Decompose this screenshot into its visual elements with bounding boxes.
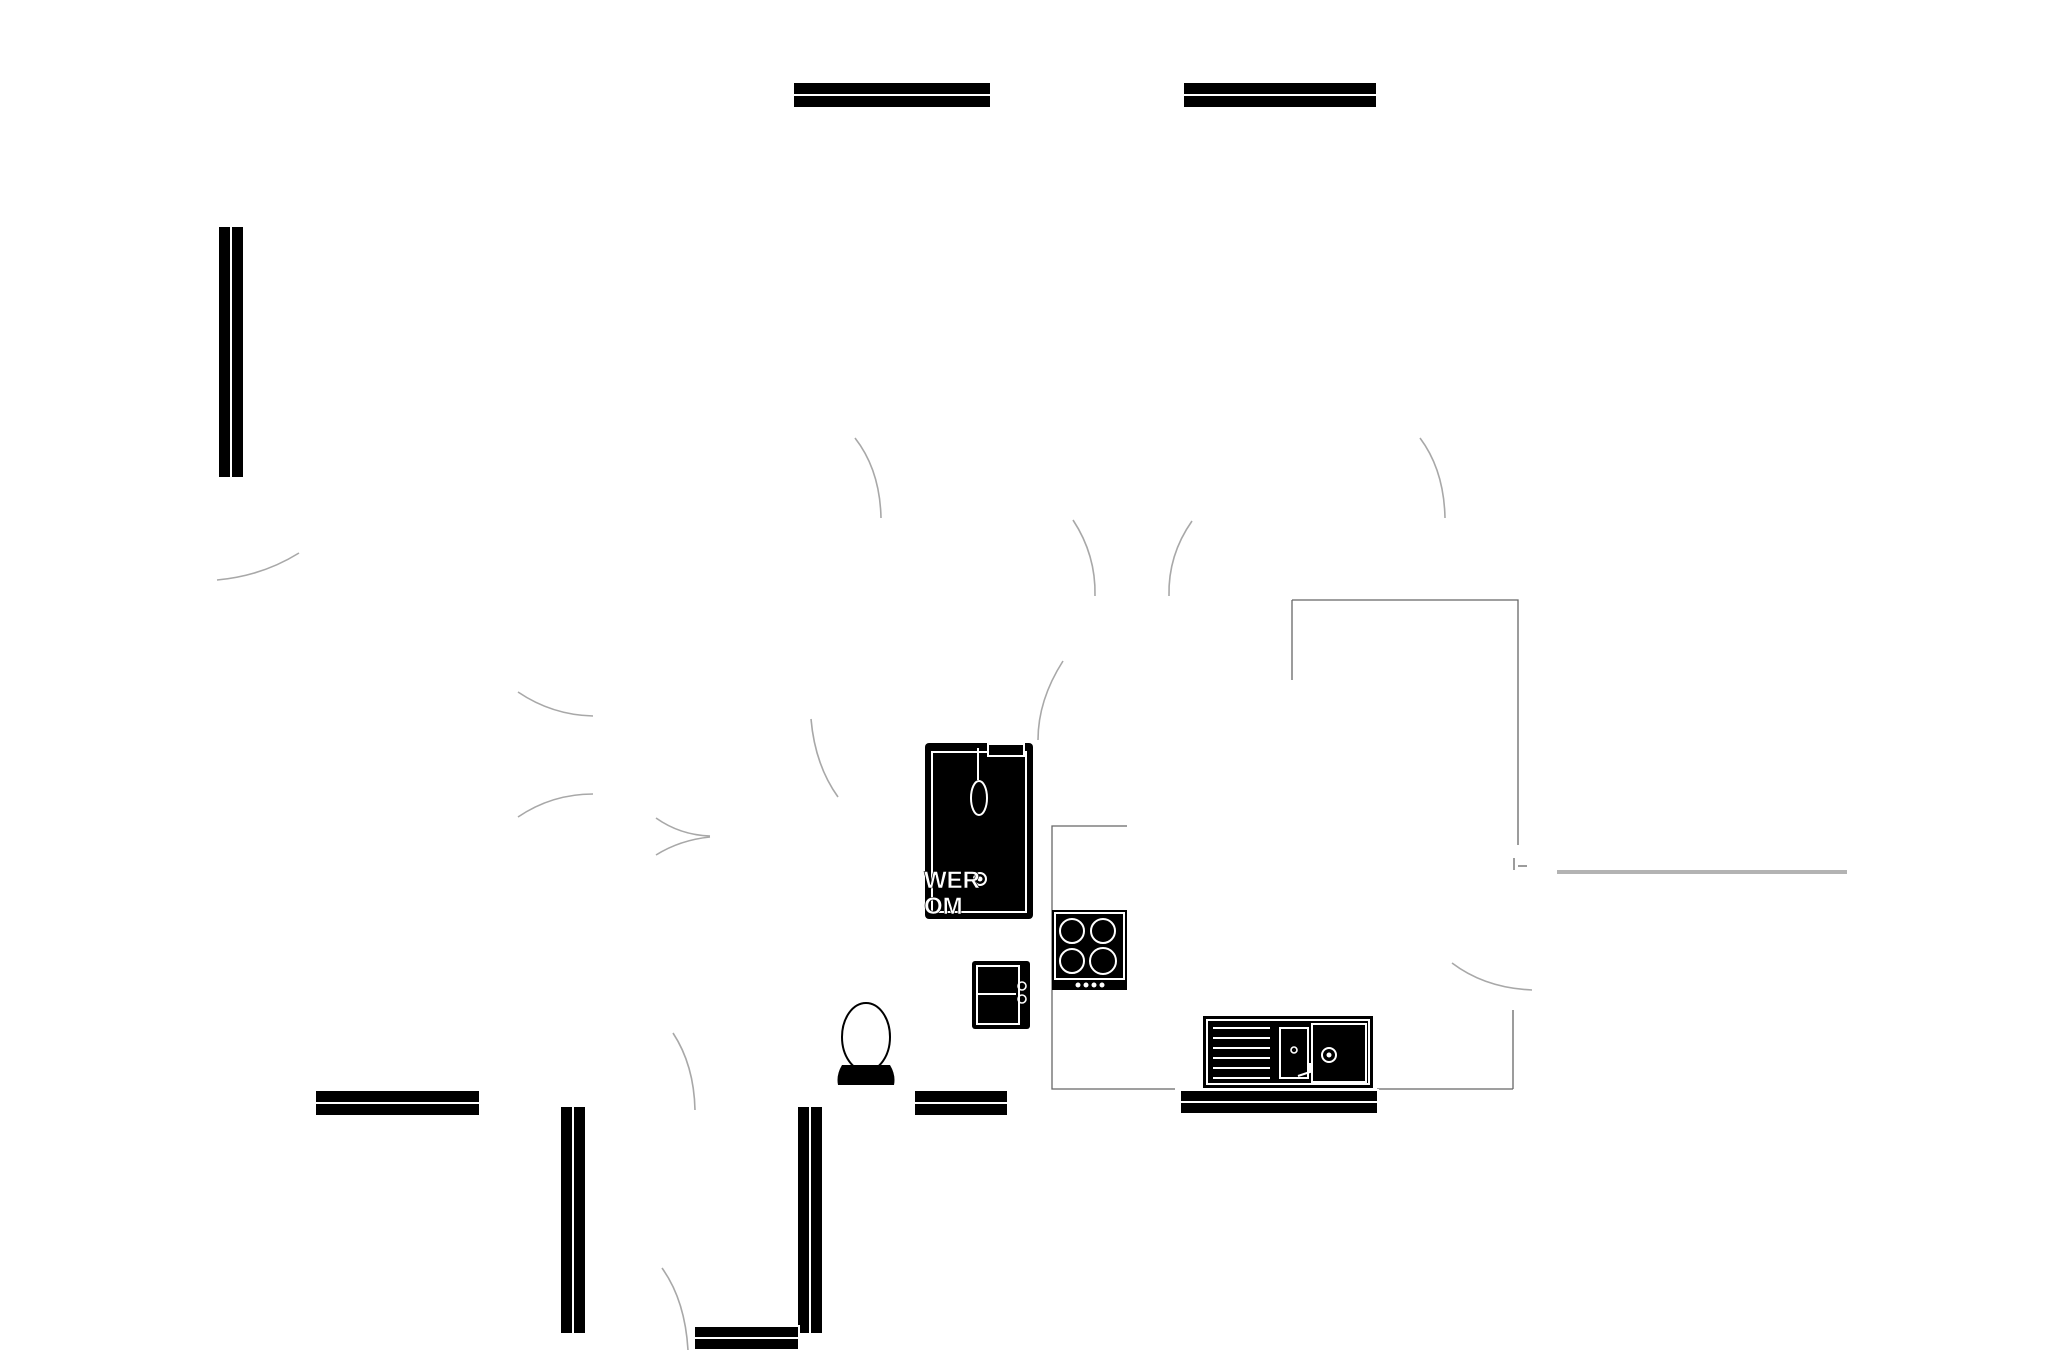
- annex-wall-bottom: [693, 1325, 800, 1351]
- door-swing-bath: [810, 718, 839, 798]
- hob: [1052, 910, 1127, 990]
- door-swing-lower-1: [672, 1032, 696, 1111]
- hob-burner-icon: [1089, 947, 1117, 975]
- door-swing-left-wall: [216, 552, 300, 581]
- door-swing-hall-1: [517, 691, 594, 717]
- shower-head-icon: [970, 780, 988, 816]
- door-swing-upper-2: [1419, 437, 1446, 519]
- door-swing-hall-4: [655, 836, 711, 856]
- door-swing-upper-1: [854, 437, 882, 519]
- door-swing-mid-1: [1072, 519, 1096, 597]
- door-swing-mid-2: [1168, 520, 1193, 597]
- shower-tray: WER OM: [924, 743, 1033, 920]
- top-wall-segment-right: [1182, 81, 1378, 109]
- sink-drain-icon: [1321, 1047, 1337, 1063]
- annex-wall-left: [559, 1105, 587, 1335]
- bottom-wall-segment-bath: [913, 1089, 1009, 1117]
- top-wall-segment-left: [792, 81, 992, 109]
- door-swing-hall-3: [655, 817, 711, 837]
- hob-burner-icon: [1059, 948, 1085, 974]
- kitchen-sink: [1203, 1016, 1373, 1088]
- room-label-part-2: OM: [924, 893, 963, 920]
- washbasin: [972, 961, 1030, 1029]
- door-swing-mid-3: [1037, 660, 1064, 741]
- door-swing-hall-2: [517, 793, 594, 818]
- annex-wall-right: [796, 1105, 824, 1335]
- door-swings: [216, 437, 1533, 1351]
- hob-burner-icon: [1090, 918, 1116, 944]
- kitchen-outline: [1051, 599, 1847, 1090]
- left-wall-segment: [217, 225, 245, 479]
- door-swing-lower-2: [661, 1267, 689, 1351]
- shower-drain-icon: [973, 872, 987, 886]
- bottom-wall-segment-kitchen: [1179, 1089, 1379, 1115]
- room-label-part-1: WER: [924, 867, 980, 894]
- bottom-wall-segment-left: [314, 1089, 481, 1117]
- hob-burner-icon: [1059, 918, 1085, 944]
- door-swing-kitchen: [1451, 962, 1533, 991]
- toilet: [837, 1002, 895, 1085]
